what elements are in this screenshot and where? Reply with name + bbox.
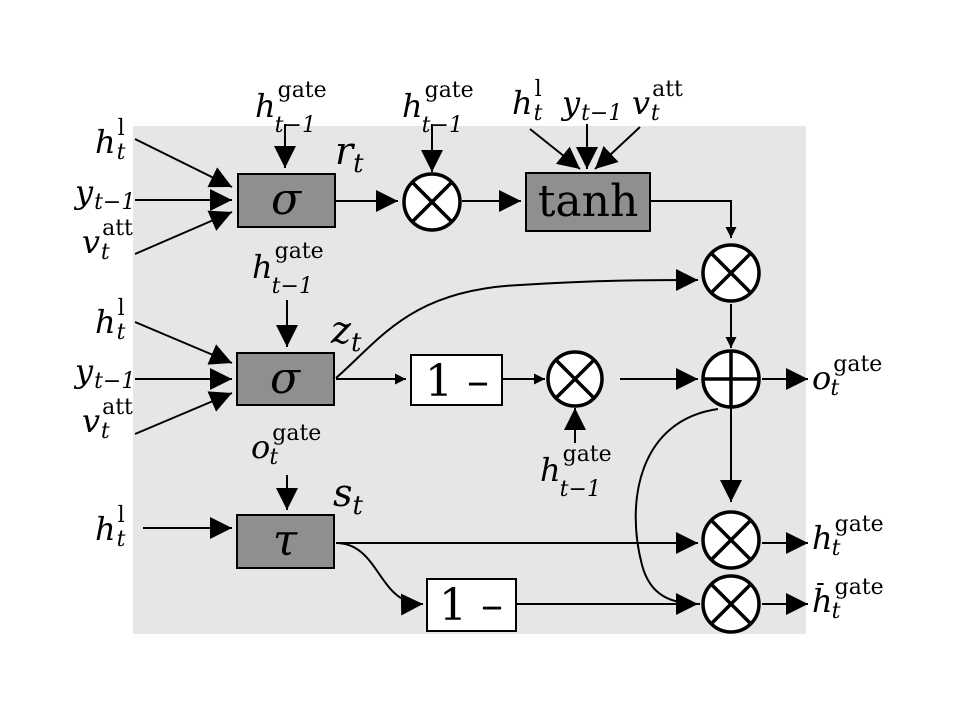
wires xyxy=(134,124,808,616)
label-z-t: zt xyxy=(330,308,362,358)
tau-block: τ xyxy=(236,514,335,569)
label-y-tanh: yt−1 xyxy=(560,84,622,126)
sigma-r-block: σ xyxy=(237,173,336,228)
one-minus-s-block: 1 – xyxy=(426,578,517,632)
tau-label: τ xyxy=(273,515,298,566)
multiply-r-operator xyxy=(402,172,462,232)
label-hbar-mark: - xyxy=(816,568,825,598)
sigma-z-block: σ xyxy=(236,352,335,406)
label-y-row2: yt−1 xyxy=(73,352,135,394)
one-minus-z-block: 1 – xyxy=(410,354,503,407)
wire-hl-to-tanh xyxy=(529,128,581,170)
wire-v-to-sigma-r xyxy=(134,210,233,255)
tanh-label: tanh xyxy=(538,176,639,227)
wire-add-curve-to-mul-hbar xyxy=(634,408,719,605)
wire-tau-to-one-minus xyxy=(335,542,424,616)
wire-v-to-sigma-z xyxy=(134,391,233,435)
add-operator xyxy=(701,349,761,409)
wire-hl-to-sigma-z xyxy=(134,321,233,365)
label-r-t: rt xyxy=(335,129,364,179)
wire-tanh-to-mul xyxy=(651,200,737,238)
label-y-row1: yt−1 xyxy=(73,173,135,215)
wire-hl-to-sigma-r xyxy=(134,138,233,188)
one-minus-z-label: 1 – xyxy=(425,356,489,407)
multiply-top-operator xyxy=(701,243,761,303)
sigma-z-label: σ xyxy=(270,353,302,404)
tanh-block: tanh xyxy=(525,172,651,232)
wire-z-to-mul-top xyxy=(335,269,699,379)
sigma-r-label: σ xyxy=(271,174,303,225)
wire-v-to-tanh xyxy=(594,126,641,170)
multiply-hbar-operator xyxy=(701,574,761,634)
multiply-z-operator xyxy=(546,350,604,408)
label-s-t: st xyxy=(333,471,364,521)
multiply-h-operator xyxy=(701,510,761,570)
one-minus-s-label: 1 – xyxy=(439,580,503,631)
